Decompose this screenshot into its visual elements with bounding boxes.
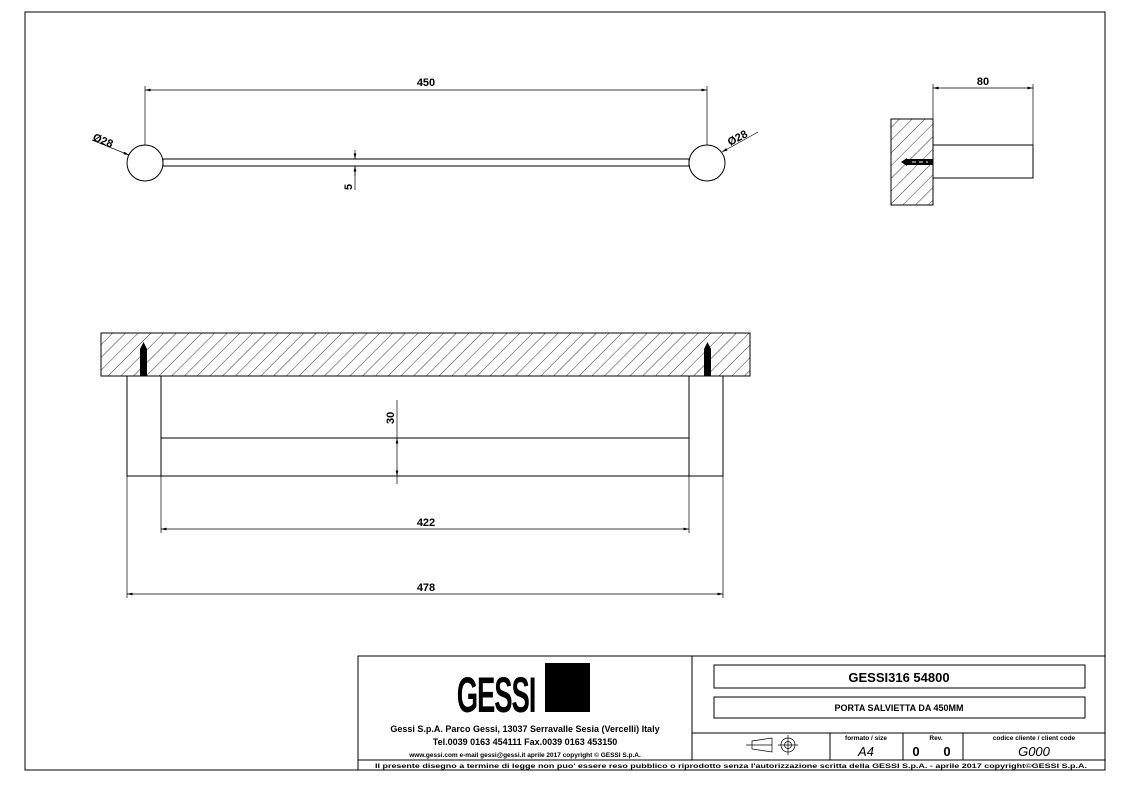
dimension-422: 422 xyxy=(417,517,435,529)
screw-right-icon xyxy=(704,342,711,376)
towel-bar-front xyxy=(160,437,690,477)
client-code-label: codice cliente / client code xyxy=(993,735,1076,742)
rev-value-1: 0 xyxy=(912,744,919,759)
product-code: GESSI316 54800 xyxy=(848,670,949,685)
front-view: 30 422 478 xyxy=(100,332,751,598)
format-label: formato / size xyxy=(845,735,887,742)
end-cap-right xyxy=(688,144,726,182)
dimension-450: 450 xyxy=(417,77,435,89)
dimension-30: 30 xyxy=(385,412,397,424)
title-block: GESSI Gessi S.p.A. Parco Gessi, 13037 Se… xyxy=(357,655,1106,771)
format-value: A4 xyxy=(857,744,874,759)
company-web: www.gessi.com e-mail gessi@gessi.it apri… xyxy=(408,751,641,759)
company-address: Gessi S.p.A. Parco Gessi, 13037 Serraval… xyxy=(390,724,659,734)
screw-icon xyxy=(901,158,933,166)
company-phone: Tel.0039 0163 454111 Fax.0039 0163 45315… xyxy=(433,737,618,747)
product-description: PORTA SALVIETTA DA 450MM xyxy=(834,703,963,713)
client-code-value: G000 xyxy=(1018,744,1051,759)
wall-section-front xyxy=(100,332,751,377)
rev-value-2: 0 xyxy=(943,744,950,759)
rev-label: Rev. xyxy=(929,735,942,742)
dimension-80: 80 xyxy=(977,76,989,88)
end-cap-left xyxy=(126,144,164,182)
dimension-478: 478 xyxy=(417,582,435,594)
diameter-left: Ø28 xyxy=(91,132,115,151)
diameter-right: Ø28 xyxy=(726,128,750,148)
projection-symbol-icon xyxy=(746,735,798,755)
gessi-logo: GESSI xyxy=(457,663,590,723)
top-view: 450 Ø28 Ø28 5 xyxy=(91,77,759,190)
screw-left-icon xyxy=(140,342,147,376)
towel-bar-top xyxy=(162,158,690,167)
post-side xyxy=(932,144,1034,179)
disclaimer: Il presente disegno a termine di legge n… xyxy=(375,762,1087,770)
dimension-5: 5 xyxy=(343,184,355,190)
post-left xyxy=(126,375,162,477)
side-view: 80 xyxy=(890,76,1034,206)
post-right xyxy=(688,375,724,477)
svg-text:GESSI: GESSI xyxy=(457,666,536,723)
